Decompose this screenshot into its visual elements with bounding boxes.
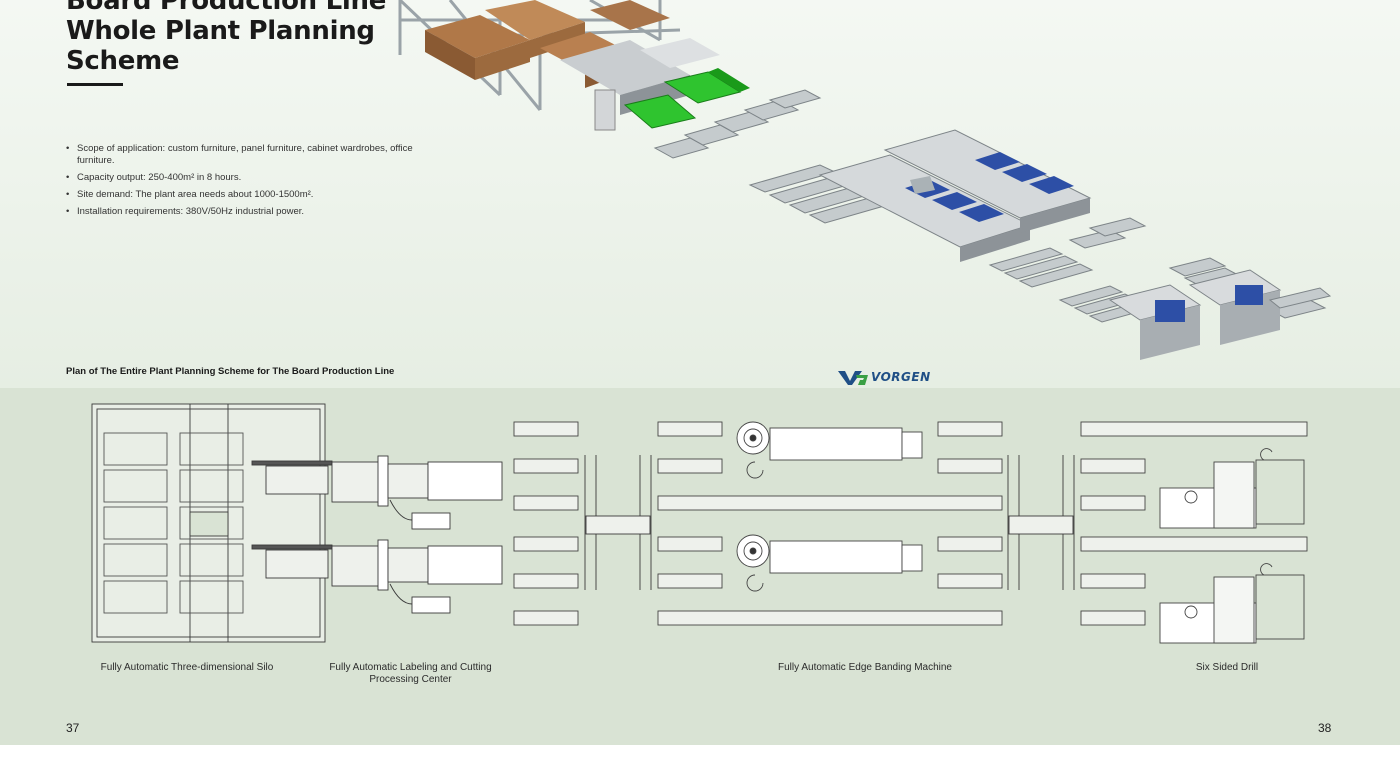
- silo-plan: [91, 403, 326, 643]
- conveyor-column-1: [513, 421, 579, 626]
- logo-wordmark: VORGEN: [871, 370, 931, 384]
- edge-banding-machine-3d: [818, 129, 1092, 262]
- cutting-center-plan: [251, 455, 503, 614]
- green-tables: [623, 68, 750, 129]
- hero-panel: Board Production Line Whole Plant Planni…: [0, 0, 1400, 388]
- label-edge-banding: Fully Automatic Edge Banding Machine: [778, 662, 952, 673]
- transfer-rails: [584, 455, 1075, 590]
- plan-caption: Plan of The Entire Plant Planning Scheme…: [66, 366, 395, 377]
- spec-power: Installation requirements: 380V/50Hz ind…: [66, 206, 416, 218]
- label-silo: Fully Automatic Three-dimensional Silo: [100, 662, 274, 673]
- spec-capacity: Capacity output: 250-400m² in 8 hours.: [66, 172, 416, 184]
- label-six-sided-drill: Six Sided Drill: [1195, 662, 1259, 673]
- production-line-rendering: [398, 0, 1332, 360]
- drill-plan: [1080, 421, 1308, 644]
- vorgen-logo-icon: [838, 371, 868, 385]
- page-title: Board Production Line Whole Plant Planni…: [66, 0, 386, 76]
- bottom-strip: [0, 745, 1400, 760]
- page-number-left: 37: [66, 721, 80, 735]
- spec-scope: Scope of application: custom furniture, …: [66, 143, 416, 167]
- edge-banding-plan: [657, 421, 1003, 626]
- brand-logo: VORGEN: [838, 369, 931, 385]
- title-underline: [67, 83, 123, 86]
- title-line-2: Whole Plant Planning: [66, 16, 375, 46]
- page-number-right: 38: [1318, 721, 1332, 735]
- title-line-3: Scheme: [66, 46, 180, 76]
- spec-list: Scope of application: custom furniture, …: [66, 143, 416, 223]
- six-sided-drill-3d: [1108, 269, 1332, 360]
- title-line-1: Board Production Line: [66, 0, 387, 16]
- label-cutting-center: Fully Automatic Labeling and Cutting Pro…: [329, 662, 492, 685]
- spec-site: Site demand: The plant area needs about …: [66, 189, 416, 201]
